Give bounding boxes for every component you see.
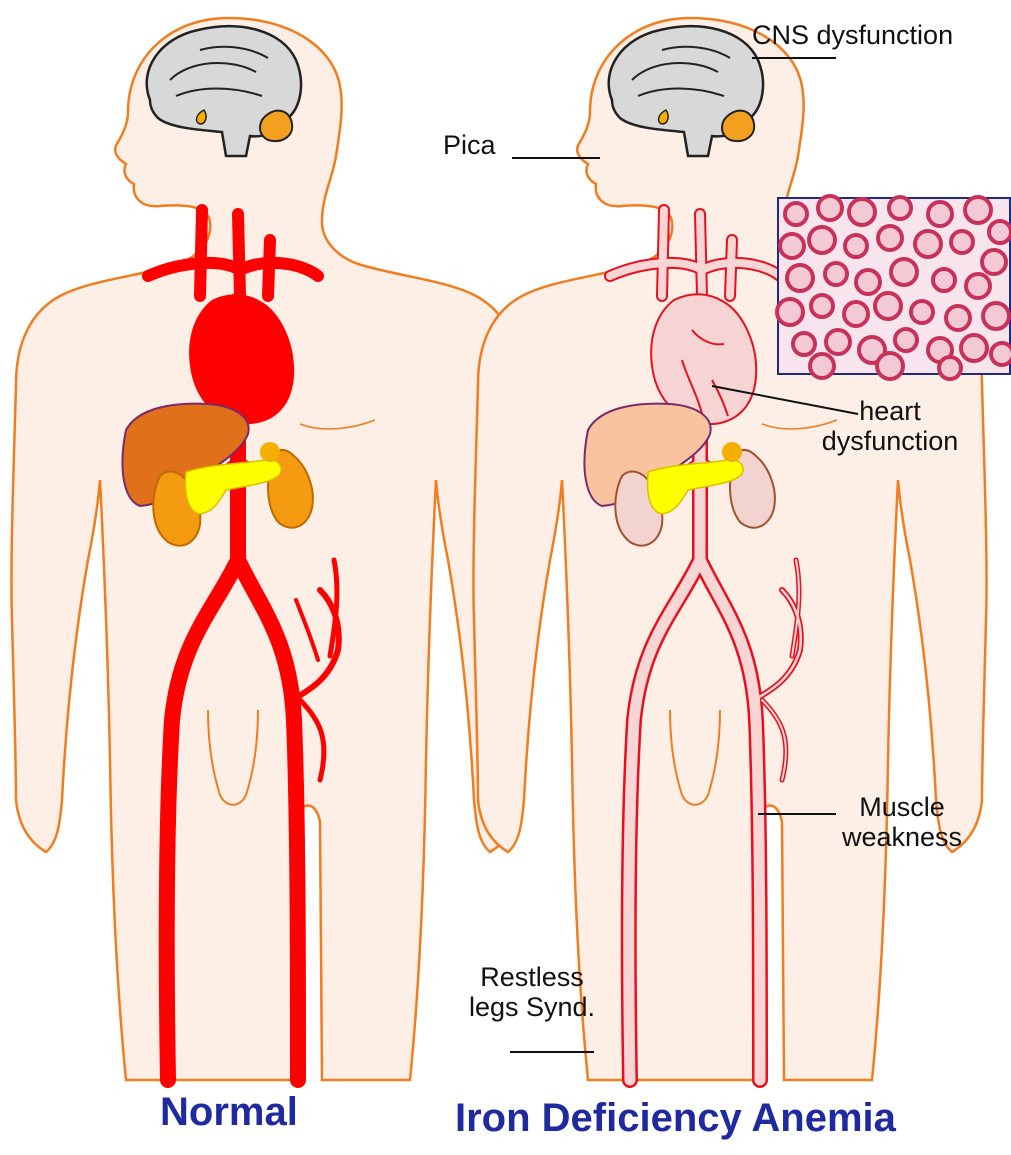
red-blood-cell — [825, 263, 847, 285]
red-blood-cell — [780, 234, 804, 258]
red-blood-cell — [787, 265, 813, 291]
red-blood-cell — [875, 293, 901, 319]
anemia-body-outline — [473, 18, 986, 1080]
red-blood-cell — [991, 343, 1011, 365]
red-blood-cell — [989, 221, 1011, 243]
red-blood-cell — [844, 302, 868, 326]
normal-body-outline — [11, 18, 524, 1080]
cns-dysfunction-label: CNS dysfunction — [752, 20, 953, 50]
muscle-label-line1: Muscle — [832, 792, 972, 822]
red-blood-cell — [946, 306, 970, 330]
red-blood-cell — [961, 335, 987, 361]
red-blood-cell — [895, 329, 917, 351]
red-blood-cell — [891, 259, 917, 285]
blood-smear-image — [777, 196, 1011, 379]
heart-label-line2: dysfunction — [820, 426, 960, 456]
normal-spleen-spot — [260, 442, 280, 462]
red-blood-cell — [878, 226, 902, 250]
red-blood-cell — [911, 301, 933, 323]
red-blood-cell — [777, 299, 803, 325]
restless-legs-label: Restless legs Synd. — [452, 962, 612, 1022]
heart-label-line1: heart — [820, 396, 960, 426]
normal-title: Normal — [160, 1090, 298, 1135]
red-blood-cell — [809, 227, 835, 253]
normal-figure — [11, 18, 524, 1080]
anemia-title: Iron Deficiency Anemia — [455, 1096, 896, 1141]
red-blood-cell — [889, 197, 911, 219]
anemia-spleen-spot — [722, 442, 742, 462]
red-blood-cell — [982, 250, 1006, 274]
red-blood-cell — [856, 270, 880, 294]
pica-label: Pica — [443, 130, 496, 160]
red-blood-cell — [818, 196, 842, 220]
red-blood-cell — [915, 231, 941, 257]
restless-label-line1: Restless — [452, 962, 612, 992]
red-blood-cell — [826, 330, 850, 354]
anemia-figure — [473, 18, 986, 1080]
red-blood-cell — [785, 203, 807, 225]
red-blood-cell — [849, 199, 875, 225]
heart-dysfunction-label: heart dysfunction — [820, 396, 960, 456]
red-blood-cell — [810, 354, 834, 378]
red-blood-cell — [983, 303, 1009, 329]
red-blood-cell — [811, 295, 833, 317]
red-blood-cell — [928, 202, 952, 226]
muscle-weakness-label: Muscle weakness — [832, 792, 972, 852]
red-blood-cell — [951, 231, 973, 253]
red-blood-cell — [845, 235, 867, 257]
red-blood-cell — [939, 357, 961, 379]
muscle-label-line2: weakness — [832, 822, 972, 852]
red-blood-cell — [793, 333, 815, 355]
restless-label-line2: legs Synd. — [452, 992, 612, 1022]
red-blood-cell — [933, 269, 955, 291]
red-blood-cell — [965, 197, 991, 223]
red-blood-cell — [877, 353, 903, 379]
red-blood-cell — [966, 274, 990, 298]
